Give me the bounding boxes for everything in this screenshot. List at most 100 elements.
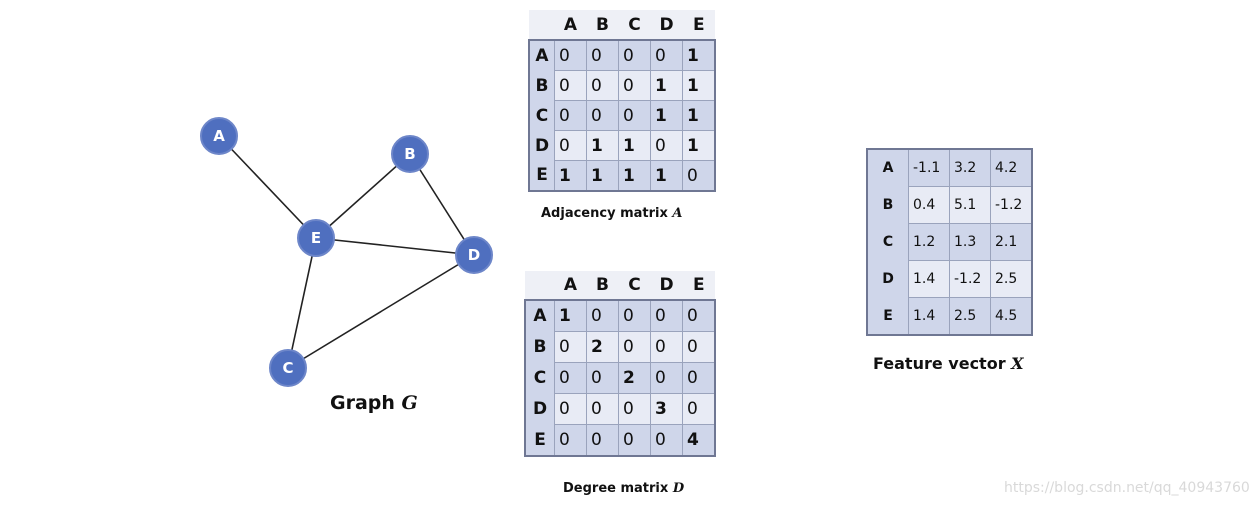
graph-node-label: D [468,246,480,264]
matrix-cell: 0 [650,424,683,457]
matrix-cell: 1 [618,130,651,161]
row-header: E [525,424,555,456]
matrix-row: A 1 0 0 0 0 [525,299,716,332]
matrix-cell: 0 [586,362,619,394]
matrix-row: C 0 0 2 0 0 [525,362,716,394]
matrix-row: B 0.4 5.1 -1.2 [867,186,1033,224]
matrix-cell: -1.2 [990,186,1033,224]
row-header: E [867,297,909,335]
feature-caption: Feature vector X [873,354,1024,373]
row-header: D [867,260,909,298]
row-header: C [525,362,555,394]
graph-node-a: A [200,117,238,155]
matrix-cell: 2.5 [990,260,1033,298]
matrix-cell: 0 [650,299,683,332]
column-header: E [682,271,715,300]
matrix-cell: 4.2 [990,148,1033,187]
matrix-cell: 2.1 [990,223,1033,261]
row-header: D [525,393,555,425]
row-header: B [525,331,555,363]
matrix-cell: 1.3 [949,223,991,261]
row-header: E [529,160,555,191]
feature-matrix: A -1.1 3.2 4.2 B 0.4 5.1 -1.2 C 1.2 1.3 … [866,148,1033,336]
matrix-row: A 0 0 0 0 1 [529,39,716,71]
graph-node-label: A [213,127,225,145]
graph-edge-e-c [287,237,317,369]
column-header: A [554,10,587,40]
matrix-cell: 0 [618,393,651,425]
graph-edge-b-e [315,153,411,239]
matrix-cell: 0 [682,160,716,192]
matrix-cell: 1.2 [908,223,950,261]
matrix-row: C 0 0 0 1 1 [529,100,716,131]
column-header: D [650,10,683,40]
graph-node-label: C [282,359,293,377]
matrix-cell: 0 [618,299,651,332]
matrix-row: D 1.4 -1.2 2.5 [867,260,1033,298]
column-header: B [586,271,619,300]
matrix-cell: 0 [682,299,716,332]
graph-node-label: B [404,145,415,163]
matrix-cell: 0 [650,362,683,394]
matrix-row: B 0 0 0 1 1 [529,70,716,101]
matrix-cell: 0 [618,424,651,457]
matrix-cell: 0 [586,299,619,332]
matrix-cell: 1 [650,100,683,131]
matrix-cell: 0 [554,100,587,131]
matrix-cell: 0 [554,70,587,101]
graph-node-e: E [297,219,335,257]
column-header: C [618,271,651,300]
matrix-cell: 1 [682,130,716,161]
matrix-cell: 1.4 [908,297,950,336]
matrix-cell: 0 [682,362,716,394]
graph-edge-b-d [409,153,475,256]
matrix-cell: -1.1 [908,148,950,187]
matrix-cell: 0 [618,39,651,71]
graph-caption: Graph G [330,392,418,414]
graph-nodes: A B C D E [200,117,493,387]
matrix-row: E 1.4 2.5 4.5 [867,297,1033,336]
matrix-cell: 3.2 [949,148,991,187]
row-header: D [529,130,555,161]
matrix-row: D 0 0 0 3 0 [525,393,716,425]
matrix-row: E 1 1 1 1 0 [529,160,716,192]
graph-node-label: E [311,229,321,247]
matrix-cell: 0 [650,130,683,161]
matrix-cell: 2.5 [949,297,991,336]
matrix-cell: 1 [618,160,651,192]
matrix-cell: -1.2 [949,260,991,298]
row-header: B [529,70,555,101]
matrix-cell: 1 [682,70,716,101]
row-header: A [529,40,555,71]
matrix-cell: 4.5 [990,297,1033,336]
matrix-cell: 1 [554,160,587,192]
matrix-cell: 0 [650,39,683,71]
matrix-cell: 0 [586,393,619,425]
matrix-row: E 0 0 0 0 4 [525,424,716,457]
matrix-cell: 0 [586,39,619,71]
graph-node-c: C [269,349,307,387]
column-header: E [682,10,715,40]
matrix-cell: 0 [618,70,651,101]
matrix-cell: 1 [554,299,587,332]
matrix-cell: 0 [618,100,651,131]
matrix-cell: 1 [682,100,716,131]
matrix-cell: 0 [650,331,683,363]
row-header: C [529,100,555,131]
matrix-cell: 1 [586,160,619,192]
matrix-cell: 1 [682,39,716,71]
graph-edge-a-e [218,135,317,239]
row-header: C [867,223,909,261]
matrix-cell: 0 [586,70,619,101]
column-header: B [586,10,619,40]
matrix-cell: 1 [650,70,683,101]
matrix-row: C 1.2 1.3 2.1 [867,223,1033,261]
row-header: B [867,186,909,224]
matrix-corner [529,10,555,40]
graph-node-b: B [391,135,429,173]
graph-edge-c-d [287,254,475,369]
degree-caption: Degree matrix D [563,481,685,496]
degree-matrix: A B C D E A 1 0 0 0 0 B 0 2 0 0 0 C 0 0 … [524,271,716,457]
matrix-cell: 0 [554,130,587,161]
matrix-cell: 0 [618,331,651,363]
